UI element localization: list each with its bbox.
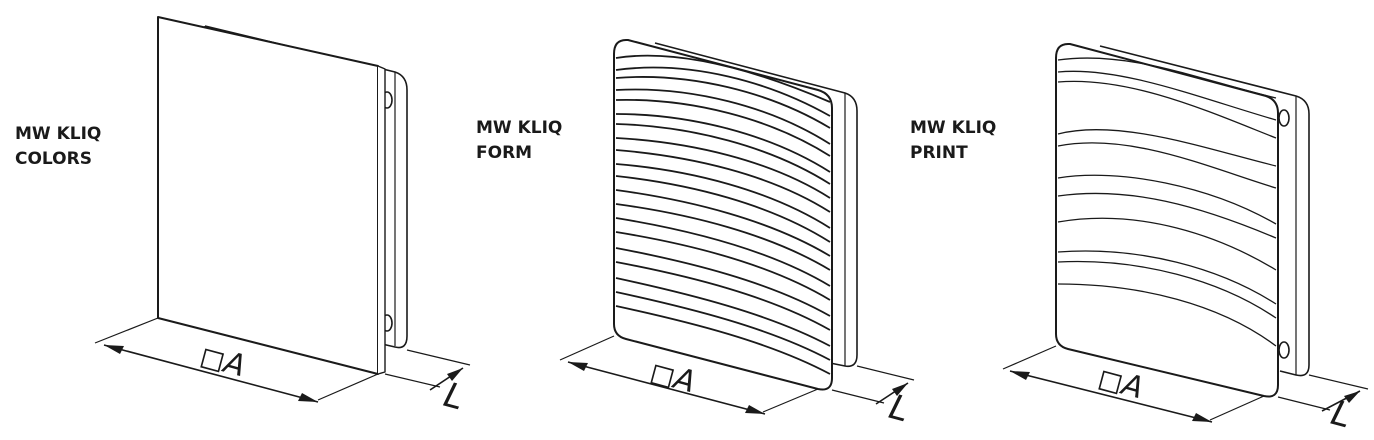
form-front-panel bbox=[613, 39, 833, 391]
colors-dimension-a-line bbox=[103, 344, 319, 403]
product-label-colors-line2: COLORS bbox=[15, 149, 92, 169]
print-dimension-l-label: L bbox=[1327, 393, 1356, 437]
colors-back-frame bbox=[204, 25, 408, 349]
product-label-colors-line1: MW KLIQ bbox=[15, 124, 102, 144]
product-label-form-line2: FORM bbox=[476, 143, 533, 163]
product-label-colors: MW KLIQ COLORS bbox=[15, 122, 101, 172]
product-label-print-line2: PRINT bbox=[910, 143, 968, 163]
print-wave-pattern bbox=[1057, 57, 1277, 347]
print-top-hole bbox=[1278, 109, 1290, 127]
print-dimension-a-label: ◻A bbox=[1094, 361, 1147, 407]
print-dimension-a-line bbox=[1009, 370, 1213, 423]
product-label-form-line1: MW KLIQ bbox=[476, 118, 563, 138]
print-bottom-hole bbox=[1278, 341, 1290, 359]
product-label-print-line1: MW KLIQ bbox=[910, 118, 997, 138]
print-back-frame bbox=[1099, 45, 1310, 377]
print-front-panel bbox=[1055, 43, 1279, 398]
form-relief-ribs bbox=[615, 54, 831, 375]
product-label-print: MW KLIQ PRINT bbox=[910, 116, 996, 166]
form-dimension-a-line bbox=[567, 361, 766, 415]
product-label-form: MW KLIQ FORM bbox=[476, 116, 562, 166]
form-back-frame bbox=[654, 42, 858, 368]
